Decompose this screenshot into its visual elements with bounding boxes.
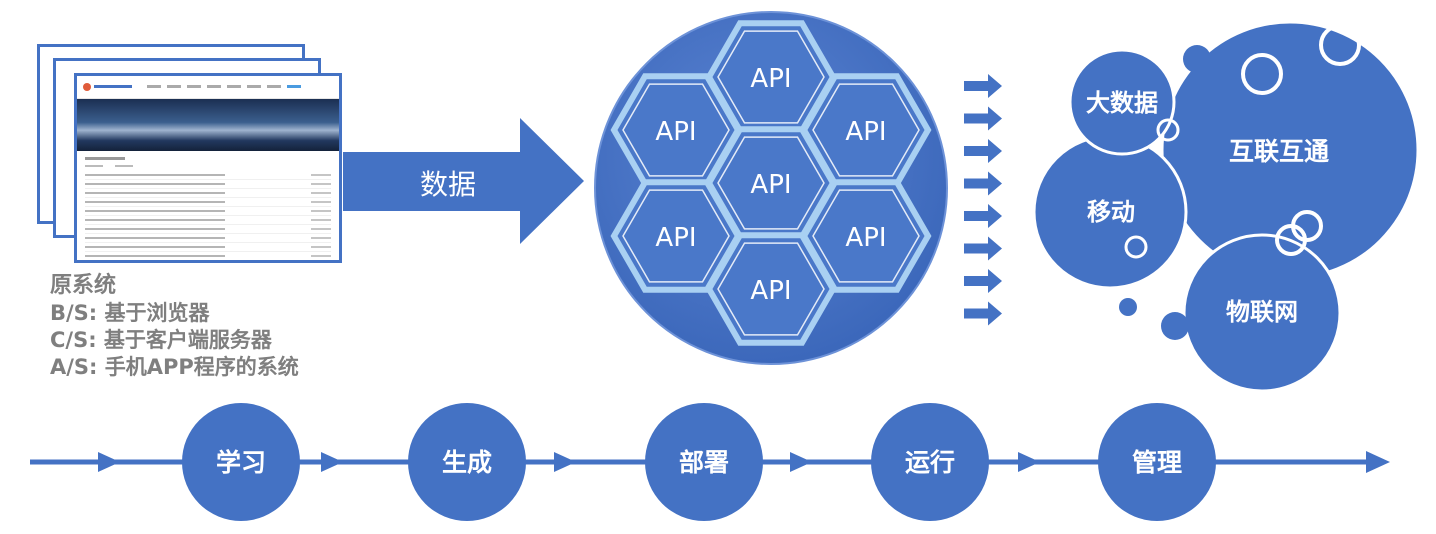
mock-list <box>85 171 331 260</box>
deco-dot <box>1119 298 1137 316</box>
mock-list-row <box>85 207 331 216</box>
mock-list-row <box>85 225 331 234</box>
mock-tabs <box>85 165 331 167</box>
process-step-circle <box>408 403 526 521</box>
deco-ring <box>1124 235 1148 259</box>
mock-list-row <box>85 243 331 252</box>
bubble-interconnect-label: 互联互通 <box>1229 137 1329 166</box>
mock-nav-item <box>287 85 301 88</box>
process-step-circle <box>871 403 989 521</box>
mock-list-row <box>85 234 331 243</box>
mock-content <box>77 151 339 260</box>
mock-logo-text <box>94 85 132 88</box>
mock-nav-item <box>167 85 181 88</box>
output-arrows <box>964 74 1002 326</box>
deco-ring <box>1275 224 1307 256</box>
deco-dot <box>1183 45 1211 73</box>
process-step-label: 管理 <box>1132 448 1182 477</box>
output-arrow <box>964 269 1002 293</box>
api-hexagons: API API API API API API API <box>610 20 932 346</box>
original-system-line-bs: B/S: 基于浏览器 <box>50 301 211 325</box>
process-timeline: 学习 生成 部署 运行 管理 <box>30 403 1390 521</box>
process-step: 管理 <box>1098 403 1216 521</box>
api-label: API <box>655 223 696 253</box>
process-step-label: 运行 <box>905 448 955 477</box>
process-step: 运行 <box>871 403 989 521</box>
mock-list-row <box>85 216 331 225</box>
output-arrow <box>964 139 1002 163</box>
mock-banner <box>77 99 339 151</box>
output-arrow <box>964 301 1002 326</box>
mock-nav-item <box>267 85 281 88</box>
deco-dot <box>1150 91 1170 111</box>
bubble-big-data-label: 大数据 <box>1086 89 1158 117</box>
mock-logo <box>83 83 91 91</box>
mock-header <box>77 76 339 99</box>
mock-list-row <box>85 198 331 207</box>
mock-section-title <box>85 157 125 160</box>
bubbles-cluster: 大数据 互联互通 移动 物联网 <box>1032 20 1420 393</box>
api-label: API <box>655 117 696 147</box>
mock-list-row <box>85 180 331 189</box>
api-hexagon: API <box>705 20 837 134</box>
output-arrow <box>964 171 1002 196</box>
process-step-circle <box>645 403 763 521</box>
mock-list-row <box>85 189 331 198</box>
deco-ring <box>1319 24 1361 66</box>
process-step: 部署 <box>645 403 763 521</box>
screen-front <box>74 73 342 263</box>
timeline-arrowhead <box>321 452 343 472</box>
deco-dot <box>1161 312 1189 340</box>
data-arrow-label: 数据 <box>420 168 476 201</box>
timeline-arrowhead <box>1018 452 1040 472</box>
process-step-label: 部署 <box>679 448 729 477</box>
deco-ring <box>1241 53 1283 95</box>
timeline-arrowhead <box>790 452 812 472</box>
original-system-title: 原系统 <box>50 272 116 298</box>
original-system-text: 原系统 B/S: 基于浏览器 C/S: 基于客户端服务器 A/S: 手机APP程… <box>50 268 350 392</box>
mock-list-row <box>85 171 331 180</box>
api-label: API <box>845 117 886 147</box>
api-label: API <box>750 276 791 306</box>
timeline-arrowhead <box>98 452 120 472</box>
bubble-mobile-label: 移动 <box>1087 198 1135 226</box>
data-arrow: 数据 <box>343 118 584 244</box>
process-step-label: 生成 <box>442 448 492 477</box>
output-arrow <box>964 106 1002 131</box>
mock-nav-item <box>227 85 241 88</box>
api-label: API <box>845 223 886 253</box>
process-step-label: 学习 <box>216 448 266 477</box>
mock-nav-item <box>247 85 261 88</box>
output-arrow <box>964 74 1002 98</box>
bubble-iot <box>1182 233 1342 393</box>
process-step-circle <box>1098 403 1216 521</box>
process-step-circle <box>182 403 300 521</box>
process-step: 生成 <box>408 403 526 521</box>
mock-nav-item <box>187 85 201 88</box>
mock-nav-item <box>147 85 161 88</box>
mock-nav <box>147 85 333 89</box>
bubble-iot-label: 物联网 <box>1226 298 1298 326</box>
api-hexagon: API <box>705 232 837 346</box>
api-label: API <box>750 170 791 200</box>
bubble-big-data <box>1068 48 1176 156</box>
process-step: 学习 <box>182 403 300 521</box>
original-system-line-as: A/S: 手机APP程序的系统 <box>50 355 299 379</box>
original-system-line-cs: C/S: 基于客户端服务器 <box>50 328 273 352</box>
api-label: API <box>750 64 791 94</box>
timeline-arrowhead <box>554 452 576 472</box>
deco-ring <box>1156 118 1180 142</box>
output-arrow <box>964 236 1002 261</box>
output-arrow <box>964 204 1002 228</box>
timeline-end-arrow <box>1366 451 1390 473</box>
mock-nav-item <box>207 85 221 88</box>
mock-list-row <box>85 252 331 260</box>
